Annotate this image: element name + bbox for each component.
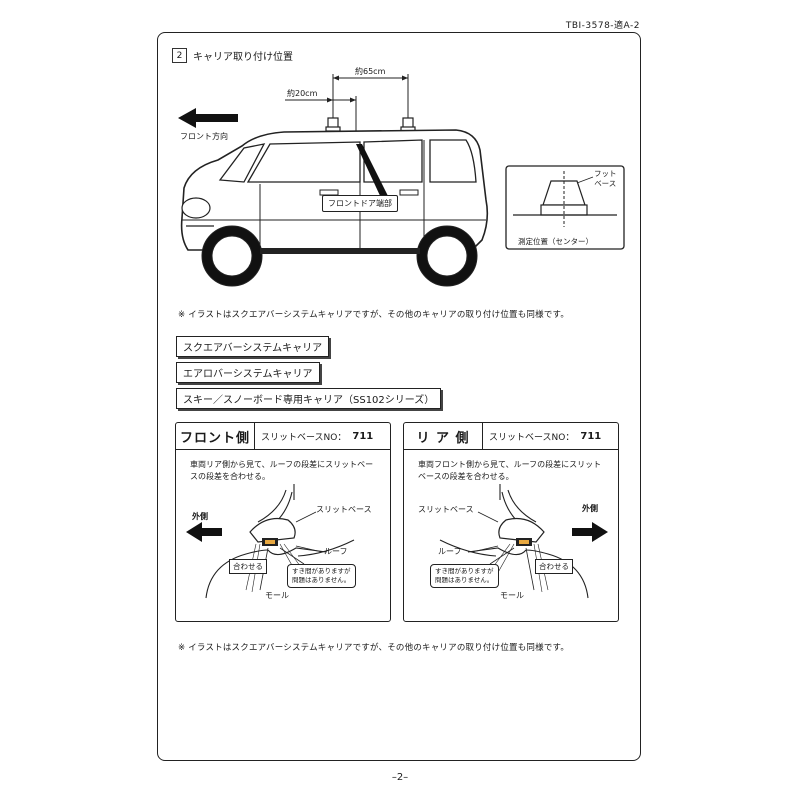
front-direction-arrow: [178, 108, 238, 128]
carrier-type-ski-snowboard: スキー／スノーボード専用キャリア（SS102シリーズ）: [176, 388, 442, 409]
rear-detail-diagram: [439, 484, 608, 599]
rear-outside-label: 外側: [582, 504, 598, 513]
page-frame: [157, 32, 641, 761]
car-side-diagram: [178, 74, 489, 287]
illustration-note-bottom: ※ イラストはスクエアバーシステムキャリアですが、その他のキャリアの取り付け位置…: [178, 643, 570, 653]
front-outside-label: 外側: [192, 512, 208, 521]
section-number: 2: [172, 48, 187, 63]
carrier-type-aero-bar: エアロバーシステムキャリア: [176, 362, 320, 383]
section-header: 2 キャリア取り付け位置: [172, 48, 293, 63]
rear-slit-base-number: スリットベースNO： 711: [489, 430, 602, 443]
rear-roof-label: ルーフ: [438, 547, 462, 556]
front-side-title: フロント側: [176, 423, 255, 449]
section-title: キャリア取り付け位置: [193, 52, 293, 63]
front-outside-arrow: [186, 522, 222, 542]
front-align-label: 合わせる: [229, 559, 267, 574]
page-number: –2–: [391, 772, 409, 783]
front-slit-base-number: スリットベースNO： 711: [261, 430, 374, 443]
measure-position-label: 測定位置（センター）: [518, 237, 593, 246]
rear-molding-label: モール: [500, 591, 524, 600]
dim-20-label: 約20cm: [287, 89, 318, 98]
front-side-panel: フロント側 スリットベースNO： 711 車両リア側から見て、ルーフの段差にスリ…: [175, 422, 391, 622]
foot-base-label: フット ベース: [594, 169, 617, 188]
rear-panel-description: 車両フロント側から見て、ルーフの段差にスリットベースの段差を合わせる。: [418, 460, 602, 481]
dim-65-label: 約65cm: [355, 67, 386, 76]
front-slit-base-label: スリットベース: [316, 505, 372, 514]
rear-outside-arrow: [572, 522, 608, 542]
front-roof-label: ルーフ: [324, 547, 348, 556]
rear-gap-note: すき間がありますが 問題はありません。: [430, 564, 499, 588]
illustration-note-top: ※ イラストはスクエアバーシステムキャリアですが、その他のキャリアの取り付け位置…: [178, 310, 570, 320]
document-code: TBI-3578-適A-2: [565, 21, 640, 31]
front-gap-note: すき間がありますが 問題はありません。: [287, 564, 356, 588]
front-panel-header: フロント側 スリットベースNO： 711: [176, 423, 390, 450]
front-direction-label: フロント方向: [180, 132, 228, 141]
front-door-edge-label: フロントドア端部: [322, 195, 398, 212]
rear-side-panel: リ ア 側 スリットベースNO： 711 車両フロント側から見て、ルーフの段差に…: [403, 422, 619, 622]
front-molding-label: モール: [265, 591, 289, 600]
measure-position-inset: [505, 165, 625, 250]
front-panel-description: 車両リア側から見て、ルーフの段差にスリットベースの段差を合わせる。: [190, 460, 374, 481]
rear-side-title: リ ア 側: [404, 423, 483, 449]
rear-panel-header: リ ア 側 スリットベースNO： 711: [404, 423, 618, 450]
rear-slit-base-label: スリットベース: [418, 505, 474, 514]
rear-align-label: 合わせる: [535, 559, 573, 574]
carrier-type-square-bar: スクエアバーシステムキャリア: [176, 336, 330, 357]
